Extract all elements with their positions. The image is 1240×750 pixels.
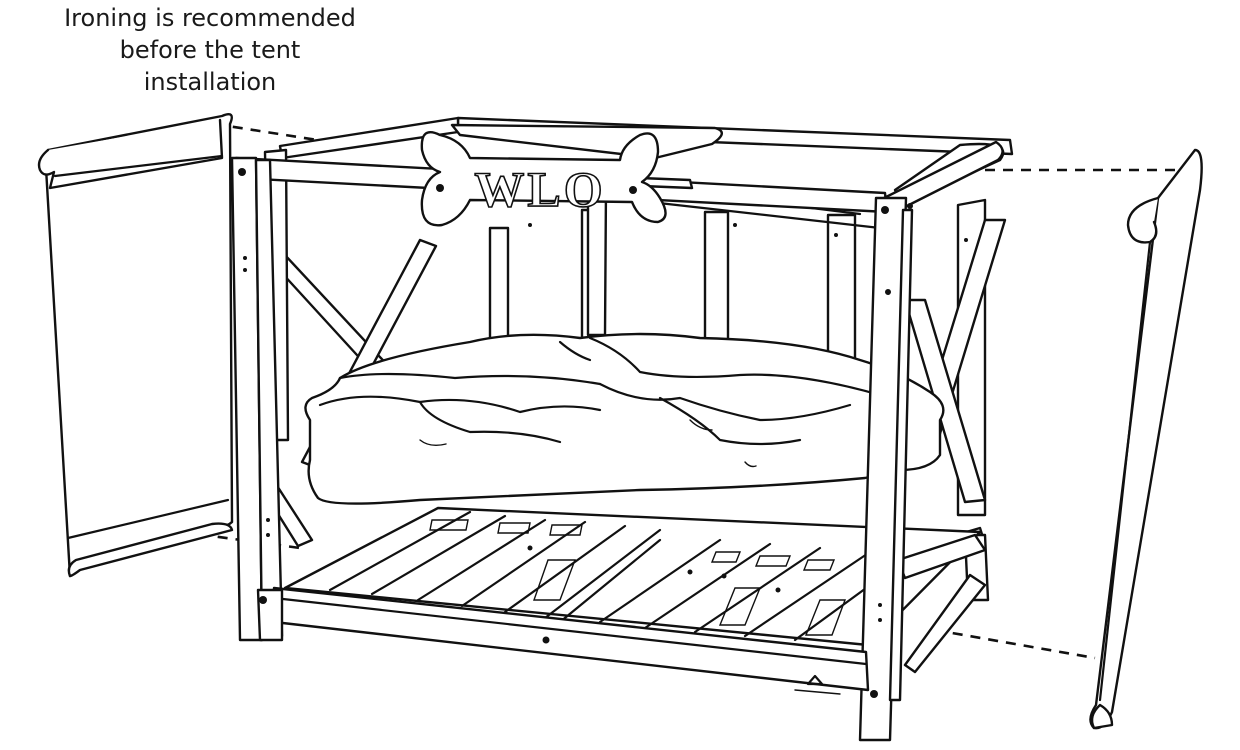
right-tent-panel [1089, 148, 1203, 730]
instruction-caption: Ironing is recommended before the tent i… [30, 2, 390, 98]
floor-slats [283, 506, 982, 647]
bone-headboard-sign: WLO [420, 130, 667, 227]
caption-line-2: before the tent [119, 36, 301, 64]
caption-line-1: Ironing is recommended [64, 4, 356, 32]
bed-cushion [304, 332, 945, 505]
caption-line-3: installation [143, 68, 277, 96]
front-frame [230, 123, 1004, 742]
left-tent-panel [37, 113, 234, 578]
sign-text: WLO [474, 161, 605, 217]
